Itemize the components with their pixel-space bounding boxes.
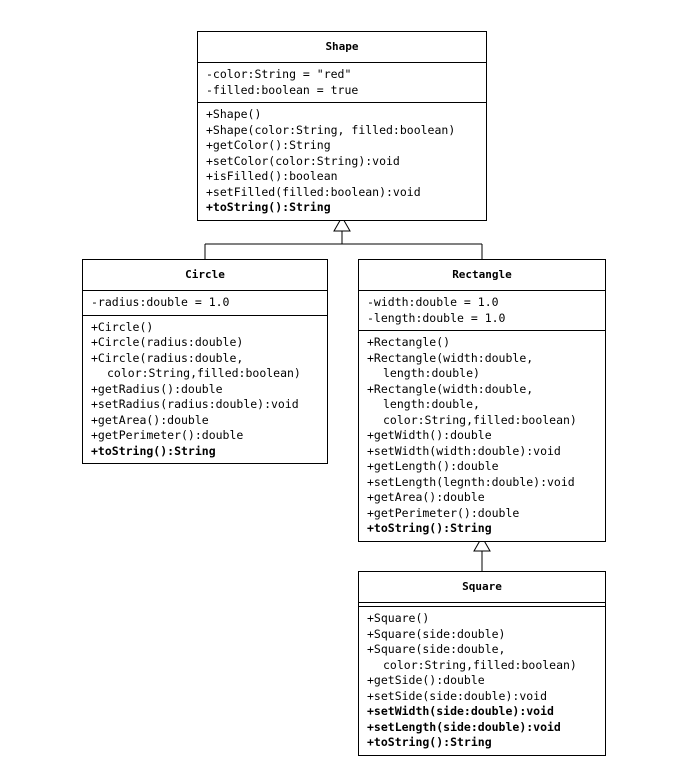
shape-method: +Shape(color:String, filled:boolean) [206, 122, 456, 137]
rectangle-method: color:String,filled:boolean) [383, 412, 577, 427]
shape-attribute: -color:String = "red" [206, 67, 352, 81]
square-method: +toString():String [367, 735, 492, 749]
rectangle-method: +toString():String [367, 521, 492, 535]
rectangle-attribute: -width:double = 1.0 [367, 295, 499, 309]
circle-methods: +Circle()+Circle(radius:double)+Circle(r… [83, 316, 327, 464]
circle-class: Circle -radius:double = 1.0 +Circle()+Ci… [82, 259, 328, 464]
rectangle-method: +Rectangle(width:double, [367, 381, 534, 396]
rectangle-method: +getPerimeter():double [367, 505, 520, 520]
circle-method: +getRadius():double [91, 381, 223, 396]
square-class-name: Square [359, 572, 605, 603]
square-method: +setWidth(side:double):void [367, 704, 554, 718]
square-method: +Square(side:double) [367, 626, 506, 641]
shape-method: +setColor(color:String):void [206, 153, 400, 168]
rectangle-method: length:double, [383, 397, 480, 411]
rectangle-method: +setLength(legnth:double):void [367, 474, 575, 489]
circle-method: +Circle(radius:double, [91, 350, 244, 365]
square-method: +getSide():double [367, 673, 485, 687]
shape-attributes: -color:String = "red"-filled:boolean = t… [198, 63, 486, 103]
rectangle-method: +Rectangle(width:double, [367, 350, 534, 365]
circle-class-name: Circle [83, 260, 327, 291]
square-method: +Square() [367, 611, 430, 625]
rectangle-method: +Rectangle() [367, 335, 451, 349]
shape-attribute: -filled:boolean = true [206, 82, 359, 97]
rectangle-class: Rectangle -width:double = 1.0-length:dou… [358, 259, 606, 542]
rectangle-method: +getWidth():double [367, 428, 492, 442]
rectangle-method: length:double) [383, 366, 480, 380]
circle-method: +setRadius(radius:double):void [91, 397, 299, 411]
rectangle-attribute: -length:double = 1.0 [367, 310, 506, 325]
rectangle-method: +getLength():double [367, 459, 499, 473]
rectangle-attributes: -width:double = 1.0-length:double = 1.0 [359, 291, 605, 331]
square-method: +setSide(side:double):void [367, 688, 548, 703]
rectangle-methods: +Rectangle()+Rectangle(width:double,leng… [359, 331, 605, 541]
shape-method: +setFilled(filled:boolean):void [206, 184, 421, 199]
shape-methods: +Shape()+Shape(color:String, filled:bool… [198, 103, 486, 220]
shape-method: +getColor():String [206, 138, 331, 152]
shape-method: +isFilled():boolean [206, 169, 338, 183]
square-method: +setLength(side:double):void [367, 719, 561, 734]
square-method: +Square(side:double, [367, 642, 506, 656]
rectangle-method: +getArea():double [367, 490, 485, 504]
circle-method: +toString():String [91, 443, 216, 458]
shape-class-name: Shape [198, 32, 486, 63]
circle-method: +Circle(radius:double) [91, 335, 244, 349]
shape-method: +Shape() [206, 107, 262, 121]
square-attributes [359, 603, 605, 607]
circle-method: +getArea():double [91, 412, 209, 427]
shape-class: Shape -color:String = "red"-filled:boole… [197, 31, 487, 221]
rectangle-method: +setWidth(width:double):void [367, 443, 561, 458]
shape-method: +toString():String [206, 200, 331, 214]
circle-method: +Circle() [91, 319, 154, 334]
square-methods: +Square()+Square(side:double)+Square(sid… [359, 607, 605, 755]
square-method: color:String,filled:boolean) [383, 657, 577, 672]
circle-attribute: -radius:double = 1.0 [91, 295, 230, 309]
rectangle-class-name: Rectangle [359, 260, 605, 291]
circle-method: +getPerimeter():double [91, 428, 244, 442]
circle-method: color:String,filled:boolean) [107, 366, 301, 380]
square-class: Square +Square()+Square(side:double)+Squ… [358, 571, 606, 756]
circle-attributes: -radius:double = 1.0 [83, 291, 327, 316]
